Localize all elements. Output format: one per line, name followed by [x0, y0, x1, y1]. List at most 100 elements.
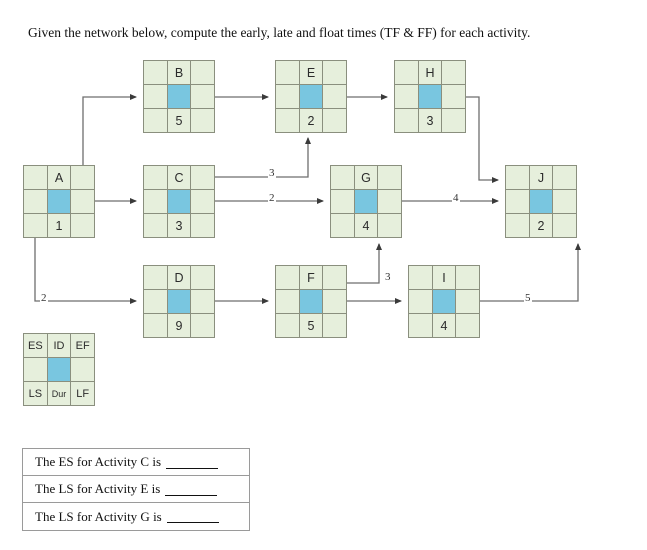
node-ef	[191, 166, 214, 189]
node-center	[167, 190, 191, 213]
node-es	[395, 61, 418, 84]
answer-blank[interactable]	[166, 456, 219, 469]
node-lf	[553, 214, 576, 237]
node-center	[299, 290, 323, 313]
node-left-mid	[331, 190, 354, 213]
node-center	[299, 85, 323, 108]
activity-node-a[interactable]: A 1	[23, 165, 95, 238]
node-dur: 3	[418, 109, 442, 132]
node-id: A	[47, 166, 71, 189]
node-right-mid	[323, 85, 346, 108]
connector-lines	[34, 94, 581, 304]
answer-blank[interactable]	[165, 483, 218, 496]
legend-lf: LF	[71, 382, 94, 405]
node-ls	[144, 314, 167, 337]
node-right-mid	[456, 290, 479, 313]
activity-node-b[interactable]: B 5	[143, 60, 215, 133]
legend-right-mid	[71, 358, 94, 381]
node-lf	[71, 214, 94, 237]
node-dur: 1	[47, 214, 71, 237]
questions-box: The ES for Activity C is The LS for Acti…	[22, 448, 250, 531]
node-ef	[442, 61, 465, 84]
edge-label-c-e: 3	[268, 167, 276, 179]
node-dur: 9	[167, 314, 191, 337]
node-id: D	[167, 266, 191, 289]
node-id: I	[432, 266, 456, 289]
activity-node-h[interactable]: H 3	[394, 60, 466, 133]
node-right-mid	[191, 85, 214, 108]
node-left-mid	[144, 290, 167, 313]
node-right-mid	[191, 190, 214, 213]
node-lf	[442, 109, 465, 132]
legend-id: ID	[47, 334, 71, 357]
node-lf	[323, 109, 346, 132]
node-id: G	[354, 166, 378, 189]
node-right-mid	[191, 290, 214, 313]
page-title: Given the network below, compute the ear…	[28, 25, 531, 40]
node-right-mid	[323, 290, 346, 313]
question-row[interactable]: The LS for Activity G is	[23, 503, 249, 530]
node-ef	[378, 166, 401, 189]
question-text: The LS for Activity E is	[35, 481, 161, 496]
node-center	[354, 190, 378, 213]
question-text: The LS for Activity G is	[35, 508, 162, 524]
edge-label-a-d: 2	[40, 292, 48, 304]
node-es	[144, 266, 167, 289]
legend-ef: EF	[71, 334, 94, 357]
node-center	[167, 290, 191, 313]
node-ef	[191, 266, 214, 289]
node-dur: 2	[529, 214, 553, 237]
legend-ls: LS	[24, 382, 47, 405]
node-center	[432, 290, 456, 313]
node-ef	[323, 266, 346, 289]
node-id: J	[529, 166, 553, 189]
activity-node-c[interactable]: C 3	[143, 165, 215, 238]
node-left-mid	[144, 190, 167, 213]
node-id: B	[167, 61, 191, 84]
edge-label-f-g: 3	[384, 271, 392, 283]
node-center	[167, 85, 191, 108]
node-ef	[553, 166, 576, 189]
edge-label-g-j: 4	[452, 192, 460, 204]
node-es	[144, 61, 167, 84]
node-es	[506, 166, 529, 189]
node-id: F	[299, 266, 323, 289]
node-lf	[323, 314, 346, 337]
legend-es: ES	[24, 334, 47, 357]
node-ls	[144, 109, 167, 132]
node-left-mid	[276, 290, 299, 313]
edge-label-i-j: 5	[524, 292, 532, 304]
node-ls	[331, 214, 354, 237]
activity-node-f[interactable]: F 5	[275, 265, 347, 338]
legend-left-mid	[24, 358, 47, 381]
legend-dur: Dur	[47, 382, 71, 405]
node-ef	[71, 166, 94, 189]
activity-node-j[interactable]: J 2	[505, 165, 577, 238]
node-ls	[409, 314, 432, 337]
node-dur: 3	[167, 214, 191, 237]
node-center	[529, 190, 553, 213]
node-dur: 5	[299, 314, 323, 337]
node-left-mid	[144, 85, 167, 108]
node-center	[47, 190, 71, 213]
node-ls	[24, 214, 47, 237]
node-id: H	[418, 61, 442, 84]
answer-blank[interactable]	[166, 510, 219, 523]
node-ls	[276, 314, 299, 337]
node-ls	[276, 109, 299, 132]
node-left-mid	[506, 190, 529, 213]
node-ls	[506, 214, 529, 237]
activity-node-e[interactable]: E 2	[275, 60, 347, 133]
node-right-mid	[378, 190, 401, 213]
activity-node-d[interactable]: D 9	[143, 265, 215, 338]
node-id: E	[299, 61, 323, 84]
activity-node-g[interactable]: G 4	[330, 165, 402, 238]
node-right-mid	[71, 190, 94, 213]
question-text: The ES for Activity C is	[35, 454, 162, 469]
question-row[interactable]: The ES for Activity C is	[23, 449, 249, 476]
node-lf	[191, 314, 214, 337]
node-es	[24, 166, 47, 189]
node-ef	[456, 266, 479, 289]
question-row[interactable]: The LS for Activity E is	[23, 476, 249, 503]
activity-node-i[interactable]: I 4	[408, 265, 480, 338]
